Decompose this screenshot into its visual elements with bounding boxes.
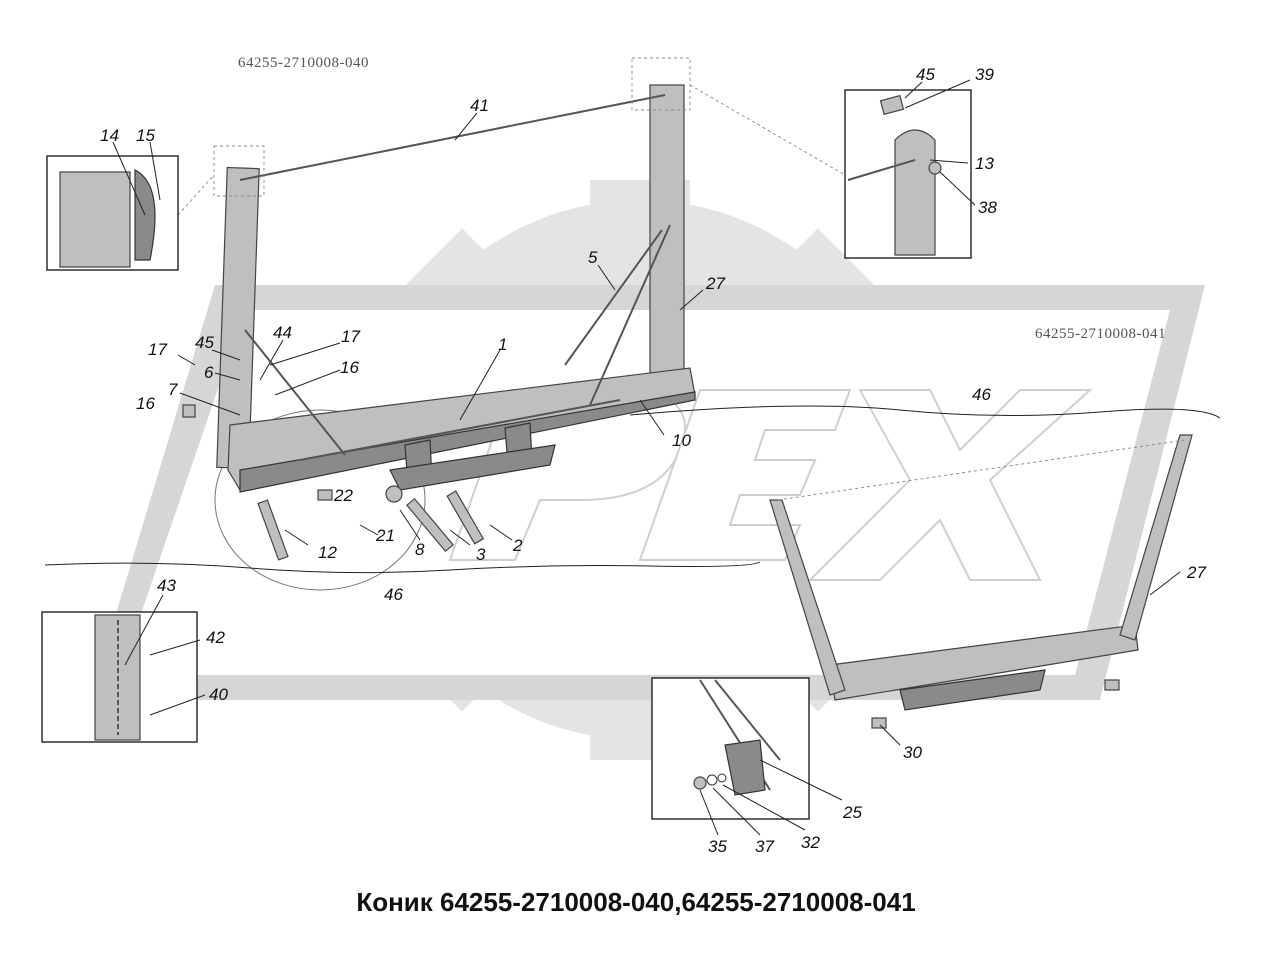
top-cable [239,94,666,181]
callout-22: 22 [333,486,353,505]
folded-right-stake [1119,434,1193,641]
folded-conic-assembly [769,434,1193,729]
folded-plate [899,669,1046,711]
callout-16: 16 [136,394,155,413]
callout-2: 2 [512,536,523,555]
callout-12: 12 [318,543,337,562]
callout-44: 44 [273,323,292,342]
crossbeam-underside [239,391,696,493]
callout-40: 40 [209,685,228,704]
sheet-code-041: 64255-2710008-041 [1035,326,1166,342]
nut-16 [182,404,196,418]
break-line-left [44,561,761,574]
brace-rod-5 [564,229,663,366]
figure-caption: Коник 64255-2710008-040,64255-2710008-04… [356,887,916,917]
callout-16: 16 [340,358,359,377]
callout-30: 30 [903,743,922,762]
support-plate [389,444,556,491]
inset-top-left [46,155,179,271]
callout-37: 37 [755,837,774,856]
zoom-line-left [177,174,215,216]
pin-30 [871,717,887,729]
callout-3: 3 [476,545,486,564]
callout-39: 39 [975,65,994,84]
callout-41: 41 [470,96,489,115]
pins [257,485,485,561]
callout-25: 25 [842,803,862,822]
inset-bottom-left [41,611,198,743]
callout-7: 7 [168,380,178,399]
callout-32: 32 [801,833,820,852]
callout-15: 15 [136,126,155,145]
callout-17: 17 [148,340,167,359]
callout-42: 42 [206,628,225,647]
inset-top-right [844,89,972,259]
callout-46: 46 [972,385,991,404]
inset-bottom-center [651,677,810,820]
zoom-frame-left [213,145,265,197]
main-conic-assembly [182,84,696,561]
callout-21: 21 [375,526,395,545]
callout-13: 13 [975,154,994,173]
zoom-frame-right [631,57,691,111]
brace-cable-left [244,329,346,456]
callout-14: 14 [100,126,119,145]
callout-10: 10 [672,431,691,450]
brace-cable-right [589,224,671,406]
leader-lines [112,79,1181,836]
callout-35: 35 [708,837,727,856]
callouts: 14 15 41 45 39 13 38 5 27 17 45 44 17 1 … [100,65,1206,856]
callout-8: 8 [415,540,425,559]
callout-1: 1 [498,335,507,354]
callout-45: 45 [916,65,935,84]
callout-6: 6 [204,363,214,382]
zoom-line-right [689,84,846,176]
callout-38: 38 [978,198,997,217]
callout-5: 5 [588,248,598,267]
callout-43: 43 [157,576,176,595]
callout-27: 27 [705,274,725,293]
callout-27: 27 [1186,563,1206,582]
callout-46: 46 [384,585,403,604]
sheet-code-040: 64255-2710008-040 [238,55,369,71]
long-cable [299,399,621,461]
folded-top-cable [777,439,1186,501]
break-line-right [629,405,1221,419]
pin-loose [1104,679,1120,691]
callout-45: 45 [195,333,214,352]
callout-17: 17 [341,327,360,346]
